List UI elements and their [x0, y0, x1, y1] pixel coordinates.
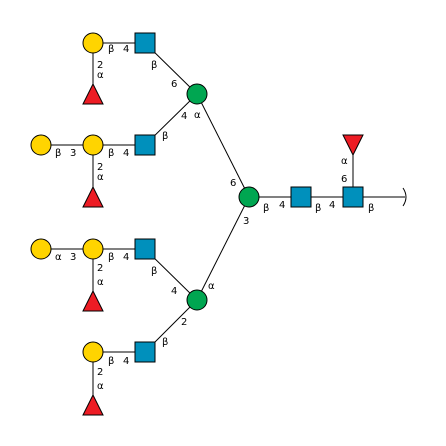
linkage-label: 4 [123, 252, 129, 263]
linkage-label: 3 [70, 148, 76, 159]
linkage-label: α [97, 70, 104, 81]
linkage-label: 4 [123, 44, 129, 55]
galactose-circle [82, 238, 104, 260]
mannose-circle [186, 289, 208, 311]
fucose-triangle [82, 393, 104, 416]
linkage-label: 6 [171, 79, 177, 90]
linkage-label: 3 [243, 216, 249, 227]
linkage-label: 6 [341, 174, 347, 185]
glcnac-square [342, 186, 364, 208]
linkage-label: β [162, 337, 168, 348]
linkage-label: α [97, 277, 104, 288]
fucose-triangle [342, 134, 364, 157]
linkage-label: 3 [70, 252, 76, 263]
galactose-circle [82, 341, 104, 363]
glcnac-square [134, 134, 156, 156]
reducing-end-bracket [402, 187, 407, 207]
linkage-label: β [108, 148, 114, 159]
mannose-circle [186, 83, 208, 105]
linkage-label: 2 [97, 367, 103, 378]
galactose-circle [82, 134, 104, 156]
galactose-circle [30, 238, 52, 260]
bond-4 [196, 196, 250, 301]
linkage-label: β [263, 203, 269, 214]
glcnac-square [134, 32, 156, 54]
linkage-label: 6 [230, 178, 236, 189]
glcnac-square [290, 186, 312, 208]
linkage-label: 4 [329, 200, 335, 211]
linkage-label: β [108, 356, 114, 367]
fucose-triangle [82, 185, 104, 208]
linkage-label: β [108, 44, 114, 55]
linkage-label: β [108, 252, 114, 263]
linkage-label: 4 [171, 286, 177, 297]
residues [30, 32, 364, 416]
glcnac-square [134, 341, 156, 363]
linkage-label: α [208, 281, 215, 292]
linkage-label: 4 [181, 111, 187, 122]
linkage-label: α [97, 381, 104, 392]
linkage-label: β [368, 203, 374, 214]
galactose-circle [82, 32, 104, 54]
linkage-label: α [341, 156, 348, 167]
bond-3 [196, 93, 250, 198]
linkage-label: 2 [97, 162, 103, 173]
fucose-triangle [82, 82, 104, 105]
linkage-label: β [162, 131, 168, 142]
mannose-circle [238, 186, 260, 208]
linkage-label: α [194, 110, 201, 121]
linkage-label: 2 [181, 317, 187, 328]
linkage-label: β [55, 148, 61, 159]
fucose-triangle [82, 289, 104, 312]
linkage-label: β [151, 60, 157, 71]
linkage-labels: 4 β β 6 β 4 α 2 α 3 β 2 β 4 α 6 β 4 3 α … [55, 44, 374, 392]
linkage-label: α [55, 252, 62, 263]
linkage-label: 4 [123, 356, 129, 367]
linkage-label: 4 [279, 200, 285, 211]
linkage-label: 2 [97, 263, 103, 274]
linkage-label: α [97, 172, 104, 183]
glcnac-square [134, 238, 156, 260]
linkage-label: 4 [123, 148, 129, 159]
galactose-circle [30, 134, 52, 156]
linkage-label: β [151, 266, 157, 277]
linkage-label: 2 [97, 60, 103, 71]
linkage-label: β [315, 203, 321, 214]
